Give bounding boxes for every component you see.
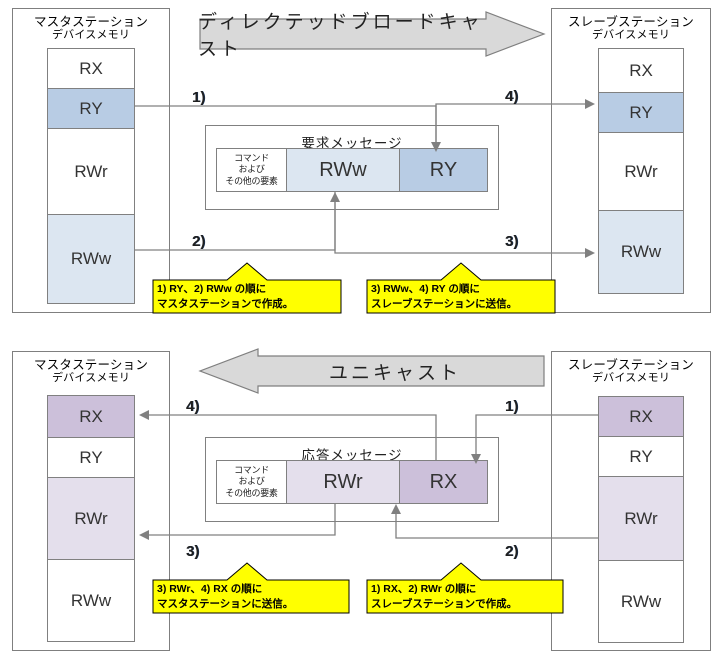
bottom-slave-cell-ry-label: RY	[629, 446, 653, 466]
bottom-master-cell-rx-label: RX	[79, 406, 103, 426]
top-master-cell-rww[interactable]: RWw	[48, 215, 134, 303]
bottom-callout-create: 1) RX、2) RWr の順に スレーブステーションで作成。	[366, 562, 564, 614]
bottom-slave-station-title: スレーブステーション デバイスメモリ	[552, 358, 710, 385]
bottom-master-station-title: マスタステーション デバイスメモリ	[13, 358, 169, 385]
bottom-master-title-line2: デバイスメモリ	[51, 372, 131, 385]
top-master-station-title: マスタステーション デバイスメモリ	[13, 15, 169, 42]
bottom-master-cell-rwr[interactable]: RWr	[48, 478, 134, 560]
top-step-label-4: 4)	[505, 88, 519, 105]
bottom-master-cell-ry-label: RY	[79, 447, 103, 467]
bottom-step-label-1: 1)	[505, 398, 519, 415]
bottom-message-seg-rx-label: RX	[429, 470, 458, 493]
left-arrow-icon	[198, 348, 545, 394]
bottom-step-label-2: 2)	[505, 543, 519, 560]
top-message-seg-command[interactable]: コマンド および その他の要素	[217, 149, 287, 191]
bottom-message-seg-command-line3: その他の要素	[225, 487, 278, 498]
top-callout-send: 3) RWw、4) RY の順に スレーブステーションに送信。	[366, 262, 556, 314]
callout-shape-icon	[152, 562, 350, 614]
top-step-label-1: 1)	[192, 89, 206, 106]
top-callout-create-line1: 1) RY、2) RWw の順に	[157, 283, 267, 295]
top-message-seg-command-line2: および	[238, 164, 265, 175]
top-slave-cell-rx-label: RX	[629, 60, 653, 80]
bottom-master-cell-ry[interactable]: RY	[48, 438, 134, 478]
bottom-master-title-line1: マスタステーション	[33, 358, 149, 372]
top-message-seg-rww[interactable]: RWw	[287, 149, 399, 191]
top-slave-cell-rww[interactable]: RWw	[599, 211, 683, 293]
top-slave-memory-stack: RX RY RWr RWw	[598, 48, 684, 294]
top-slave-title-line1: スレーブステーション	[567, 15, 694, 29]
bottom-callout-send-line2: マスタステーションに送信。	[157, 598, 294, 611]
top-banner-label: ディレクテッドブロードキャスト	[198, 12, 483, 60]
bottom-slave-memory-stack: RX RY RWr RWw	[598, 396, 684, 643]
bottom-master-cell-rww-label: RWw	[70, 590, 112, 610]
bottom-message-seg-rx[interactable]: RX	[399, 461, 487, 503]
top-slave-station-title: スレーブステーション デバイスメモリ	[552, 15, 710, 42]
bottom-callout-create-line1: 1) RX、2) RWr の順に	[371, 583, 477, 595]
bottom-message-seg-command[interactable]: コマンド および その他の要素	[217, 461, 287, 503]
top-master-cell-rx-label: RX	[79, 58, 103, 78]
top-step-label-2: 2)	[192, 233, 206, 250]
bottom-message-seg-rwr-label: RWr	[323, 470, 363, 493]
bottom-step-label-3: 3)	[186, 543, 200, 560]
callout-shape-icon	[366, 562, 564, 614]
bottom-step-label-4: 4)	[186, 398, 200, 415]
top-callout-create: 1) RY、2) RWw の順に マスタステーションで作成。	[152, 262, 342, 314]
bottom-slave-cell-rww[interactable]: RWw	[599, 561, 683, 642]
bottom-message-seg-command-line1: コマンド	[234, 465, 269, 476]
top-master-title-line1: マスタステーション	[33, 15, 149, 29]
top-message-seg-command-line1: コマンド	[234, 153, 269, 164]
bottom-slave-cell-rx-label: RX	[629, 406, 653, 426]
top-slave-cell-rwr[interactable]: RWr	[599, 133, 683, 211]
top-callout-create-line2: マスタステーションで作成。	[157, 298, 294, 311]
bottom-slave-cell-rwr[interactable]: RWr	[599, 477, 683, 561]
bottom-callout-send: 3) RWr、4) RX の順に マスタステーションに送信。	[152, 562, 350, 614]
top-master-cell-rwr-label: RWr	[74, 161, 108, 181]
bottom-master-cell-rx[interactable]: RX	[48, 396, 134, 438]
top-slave-cell-rww-label: RWw	[620, 242, 662, 261]
bottom-banner-unicast: ユニキャスト	[198, 347, 546, 395]
bottom-slave-title-line1: スレーブステーション	[567, 358, 694, 372]
bottom-master-cell-rww[interactable]: RWw	[48, 560, 134, 641]
top-master-cell-ry-label: RY	[79, 98, 103, 118]
bottom-message-seg-rwr[interactable]: RWr	[287, 461, 399, 503]
bottom-slave-title-line2: デバイスメモリ	[591, 372, 671, 385]
top-slave-cell-ry[interactable]: RY	[599, 93, 683, 133]
callout-shape-icon	[152, 262, 342, 314]
bottom-callout-create-line2: スレーブステーションで作成。	[371, 598, 518, 611]
top-master-cell-rx[interactable]: RX	[48, 49, 134, 89]
top-master-title-line2: デバイスメモリ	[51, 29, 131, 42]
top-master-cell-rww-label: RWw	[70, 249, 112, 268]
top-callout-send-line2: スレーブステーションに送信。	[371, 298, 518, 311]
bottom-slave-cell-ry[interactable]: RY	[599, 437, 683, 477]
top-slave-cell-ry-label: RY	[629, 102, 653, 122]
top-master-cell-ry[interactable]: RY	[48, 89, 134, 129]
bottom-banner-label: ユニキャスト	[328, 362, 461, 384]
bottom-callout-send-line1: 3) RWr、4) RX の順に	[157, 583, 263, 595]
top-step-label-3: 3)	[505, 233, 519, 250]
bottom-message-seg-command-line2: および	[238, 476, 265, 487]
callout-shape-icon	[366, 262, 556, 314]
top-callout-send-line1: 3) RWw、4) RY の順に	[371, 283, 480, 295]
bottom-master-memory-stack: RX RY RWr RWw	[47, 395, 135, 642]
bottom-slave-cell-rww-label: RWw	[620, 591, 662, 611]
top-master-memory-stack: RX RY RWr RWw	[47, 48, 135, 304]
top-slave-cell-rx[interactable]: RX	[599, 49, 683, 93]
top-master-cell-rwr[interactable]: RWr	[48, 129, 134, 215]
bottom-message-row: コマンド および その他の要素 RWr RX	[216, 460, 488, 504]
bottom-master-cell-rwr-label: RWr	[74, 508, 108, 528]
top-slave-title-line2: デバイスメモリ	[591, 29, 671, 42]
top-message-seg-command-line3: その他の要素	[225, 175, 278, 186]
top-message-seg-ry-label: RY	[429, 158, 458, 181]
bottom-slave-cell-rwr-label: RWr	[624, 508, 658, 528]
top-message-row: コマンド および その他の要素 RWw RY	[216, 148, 488, 192]
top-message-seg-rww-label: RWw	[319, 158, 367, 181]
top-banner-directed-broadcast: ディレクテッドブロードキャスト	[198, 10, 546, 60]
top-message-seg-ry[interactable]: RY	[399, 149, 487, 191]
top-slave-cell-rwr-label: RWr	[624, 161, 658, 181]
right-arrow-icon	[199, 11, 546, 57]
bottom-slave-cell-rx[interactable]: RX	[599, 397, 683, 437]
